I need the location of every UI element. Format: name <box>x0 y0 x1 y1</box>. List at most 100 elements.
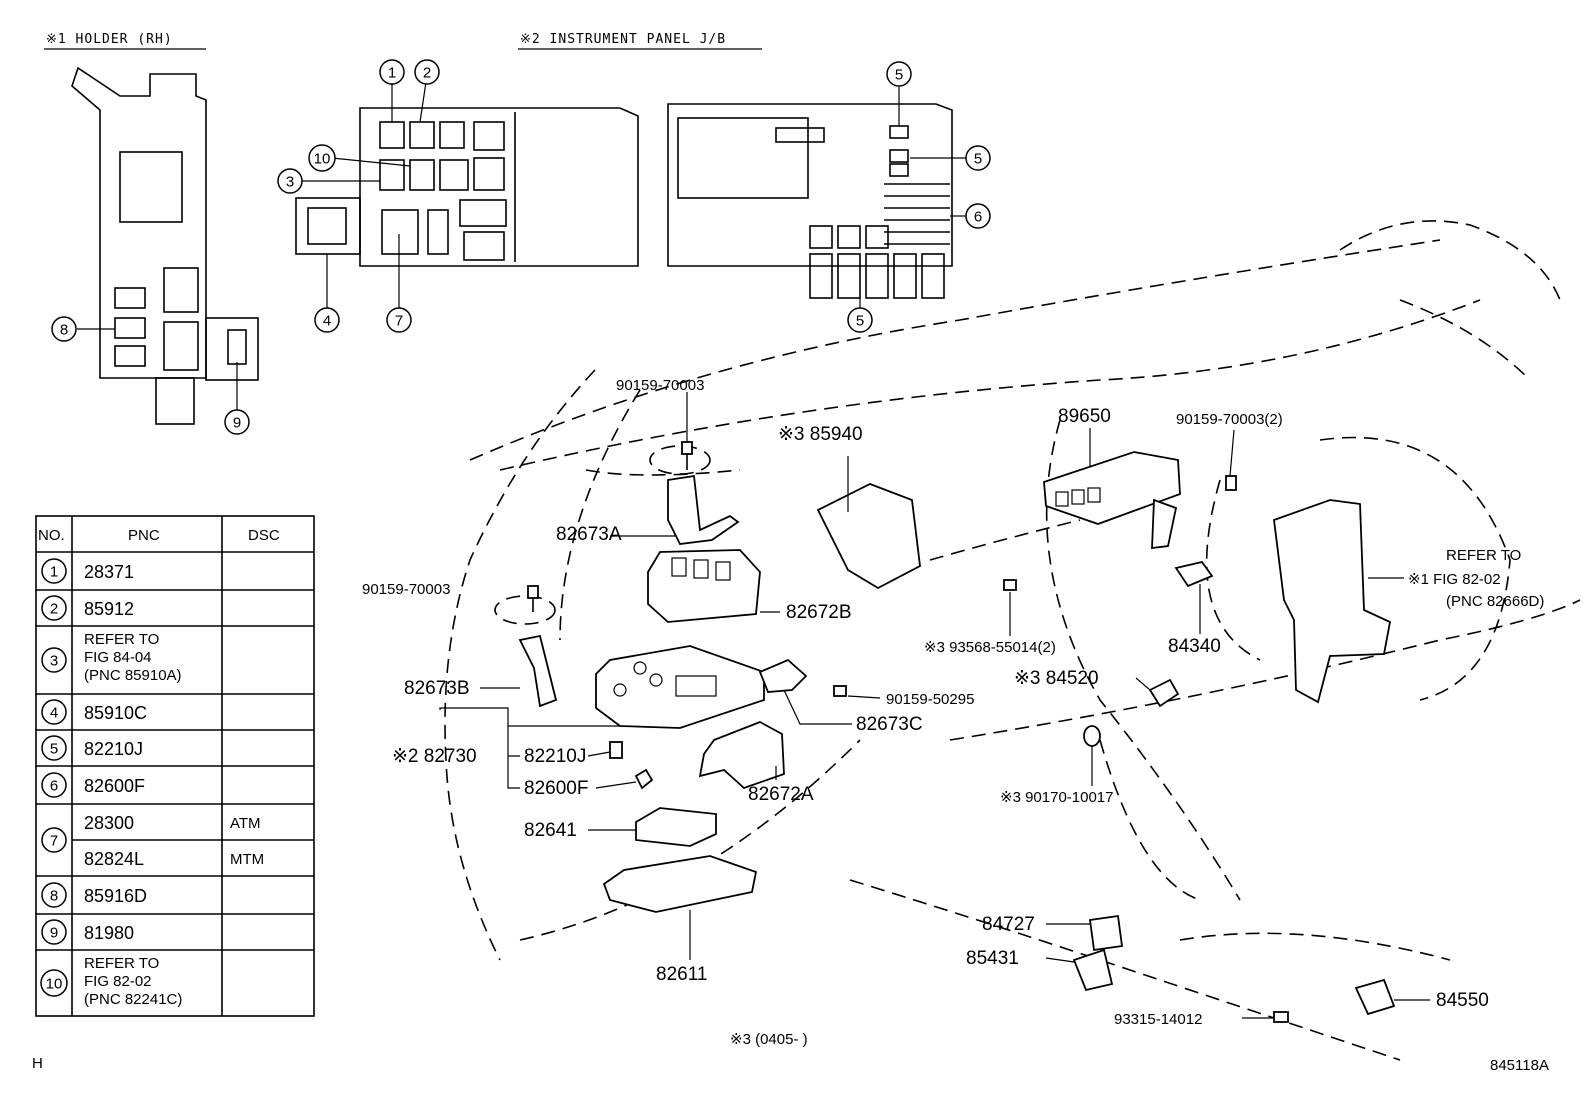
junction-block-front <box>295 107 639 267</box>
label-90170: ※3 90170-10017 <box>1000 789 1114 806</box>
svg-text:5: 5 <box>50 741 58 758</box>
table-row-no-1: 1 <box>41 558 67 584</box>
callout-7: 7 <box>386 307 412 333</box>
callout-5a: 5 <box>886 61 912 87</box>
svg-text:2: 2 <box>423 65 431 82</box>
bolt-icon-right <box>1225 475 1237 491</box>
callout-2: 2 <box>414 59 440 85</box>
table-cell-pnc: 82824L <box>84 849 144 869</box>
callout-4: 4 <box>314 307 340 333</box>
svg-text:8: 8 <box>50 888 58 905</box>
svg-text:1: 1 <box>50 564 58 581</box>
table-row-no-7: 7 <box>41 827 67 853</box>
parts-table <box>35 515 315 1017</box>
part-82672A <box>698 721 785 790</box>
part-85431 <box>1072 948 1114 992</box>
svg-text:7: 7 <box>50 833 58 850</box>
label-84727: 84727 <box>982 914 1035 935</box>
label-82641: 82641 <box>524 820 577 841</box>
table-cell-pnc: 81980 <box>84 923 134 943</box>
part-82730-junction-block <box>595 645 765 729</box>
footnote-note: ※3 (0405- ) <box>730 1031 808 1048</box>
bolt-icon-mid <box>833 685 847 697</box>
svg-text:4: 4 <box>50 705 58 722</box>
svg-text:2: 2 <box>50 601 58 618</box>
part-82641 <box>635 807 717 847</box>
holder-rh-drawing <box>71 66 259 425</box>
table-row-no-2: 2 <box>41 595 67 621</box>
label-82210J: 82210J <box>524 746 586 767</box>
table-row-no-10: 10 <box>40 969 68 997</box>
callout-3: 3 <box>277 168 303 194</box>
screw-icon-93568 <box>1003 579 1017 591</box>
table-cell-pnc: FIG 84-04 <box>84 649 152 666</box>
bolt-icon-left <box>527 585 539 612</box>
label-82611: 82611 <box>656 964 707 985</box>
jb-leaders <box>302 81 966 310</box>
svg-text:7: 7 <box>395 313 403 330</box>
part-refer-82666D <box>1273 499 1392 704</box>
holder-header: ※1 HOLDER (RH) <box>46 32 173 47</box>
part-82611 <box>602 855 758 913</box>
svg-text:6: 6 <box>974 209 982 226</box>
bolt-icon-bottom <box>1273 1011 1289 1023</box>
label-refer-line2: ※1 FIG 82-02 <box>1408 571 1501 588</box>
label-82600F: 82600F <box>524 778 588 799</box>
label-bolt-bottom: 93315-14012 <box>1114 1011 1202 1028</box>
table-cell-pnc: (PNC 85910A) <box>84 667 182 684</box>
label-85431: 85431 <box>966 948 1019 969</box>
table-header-pnc: PNC <box>128 527 160 544</box>
svg-text:5: 5 <box>895 67 903 84</box>
screw-hole-ellipse <box>494 595 556 625</box>
label-bolt-left: 90159-70003 <box>362 581 450 598</box>
label-84520: ※3 84520 <box>1014 668 1099 689</box>
part-82210J <box>609 741 623 759</box>
svg-text:10: 10 <box>314 151 331 168</box>
part-84340 <box>1174 560 1214 588</box>
table-cell-pnc: 85916D <box>84 886 147 906</box>
svg-text:3: 3 <box>286 174 294 191</box>
svg-text:8: 8 <box>60 322 68 339</box>
callout-5b: 5 <box>965 145 991 171</box>
callout-8: 8 <box>51 316 77 342</box>
svg-text:5: 5 <box>856 313 864 330</box>
label-89650: 89650 <box>1058 406 1111 427</box>
label-84340: 84340 <box>1168 636 1221 657</box>
callout-10: 10 <box>308 144 336 172</box>
corner-label-left: H <box>32 1055 43 1072</box>
label-refer-line1: REFER TO <box>1446 547 1521 564</box>
table-cell-pnc: 82600F <box>84 776 145 796</box>
svg-text:1: 1 <box>388 65 396 82</box>
svg-text:9: 9 <box>233 415 241 432</box>
svg-text:5: 5 <box>974 151 982 168</box>
part-84727 <box>1088 914 1124 952</box>
table-row-no-8: 8 <box>41 882 67 908</box>
svg-text:4: 4 <box>323 313 331 330</box>
table-cell-pnc: (PNC 82241C) <box>84 991 182 1008</box>
table-header-dsc: DSC <box>248 527 280 544</box>
table-cell-pnc: 85912 <box>84 599 134 619</box>
label-84550: 84550 <box>1436 990 1489 1011</box>
callout-9: 9 <box>224 409 250 435</box>
svg-text:9: 9 <box>50 925 58 942</box>
callout-6: 6 <box>965 203 991 229</box>
table-cell-pnc: FIG 82-02 <box>84 973 152 990</box>
label-82673A: 82673A <box>556 524 622 545</box>
part-82673A <box>667 474 740 545</box>
label-82730: ※2 82730 <box>392 746 477 767</box>
table-cell-pnc: 82210J <box>84 739 143 759</box>
instrument-panel-header: ※2 INSTRUMENT PANEL J/B <box>520 32 726 47</box>
part-85940 <box>816 483 921 590</box>
label-85940: ※3 85940 <box>778 424 863 445</box>
table-header-no: NO. <box>38 527 65 544</box>
part-leaders <box>439 392 1430 1019</box>
label-82672A: 82672A <box>748 784 814 805</box>
part-89650 <box>1043 451 1181 550</box>
part-84520 <box>1148 678 1180 708</box>
bolt-icon-top <box>681 441 693 470</box>
table-cell-dsc: ATM <box>230 815 261 832</box>
label-bolt-top: 90159-70003 <box>616 377 704 394</box>
label-82673C: 82673C <box>856 714 923 735</box>
part-90170-10017 <box>1083 725 1101 747</box>
label-bolt-right: 90159-70003(2) <box>1176 411 1283 428</box>
